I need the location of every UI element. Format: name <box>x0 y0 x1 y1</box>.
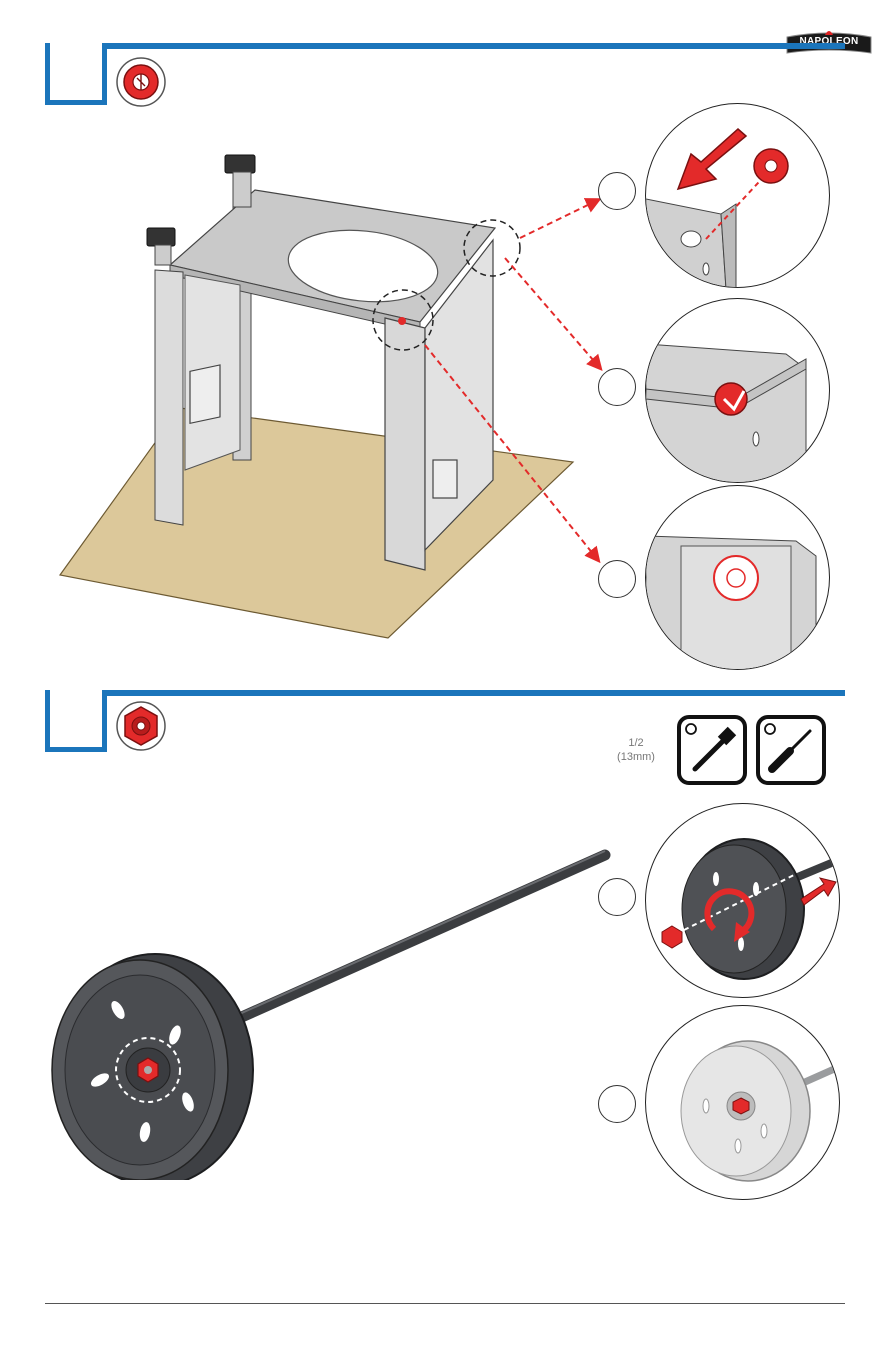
socket-wrench-icon <box>677 715 747 785</box>
footer-divider <box>45 1303 845 1304</box>
wrench-size-label: 1/2 (13mm) <box>598 736 674 764</box>
callout-1 <box>598 172 636 210</box>
detail-wheel-secured <box>645 1005 840 1200</box>
detail-attach-wheel <box>645 803 840 998</box>
callout-2 <box>598 368 636 406</box>
step-2-header-bar <box>45 690 845 696</box>
callout-3 <box>598 560 636 598</box>
detail-rivet-inserted <box>645 298 830 483</box>
wheel-axle-illustration <box>40 840 620 1180</box>
step-2-number-box <box>45 690 107 752</box>
callout-4 <box>598 878 636 916</box>
detail-insert-rivet <box>645 103 830 288</box>
screwdriver-icon <box>756 715 826 785</box>
callout-5 <box>598 1085 636 1123</box>
detail-rivet-locked <box>645 485 830 670</box>
hex-nut-icon <box>115 700 167 757</box>
